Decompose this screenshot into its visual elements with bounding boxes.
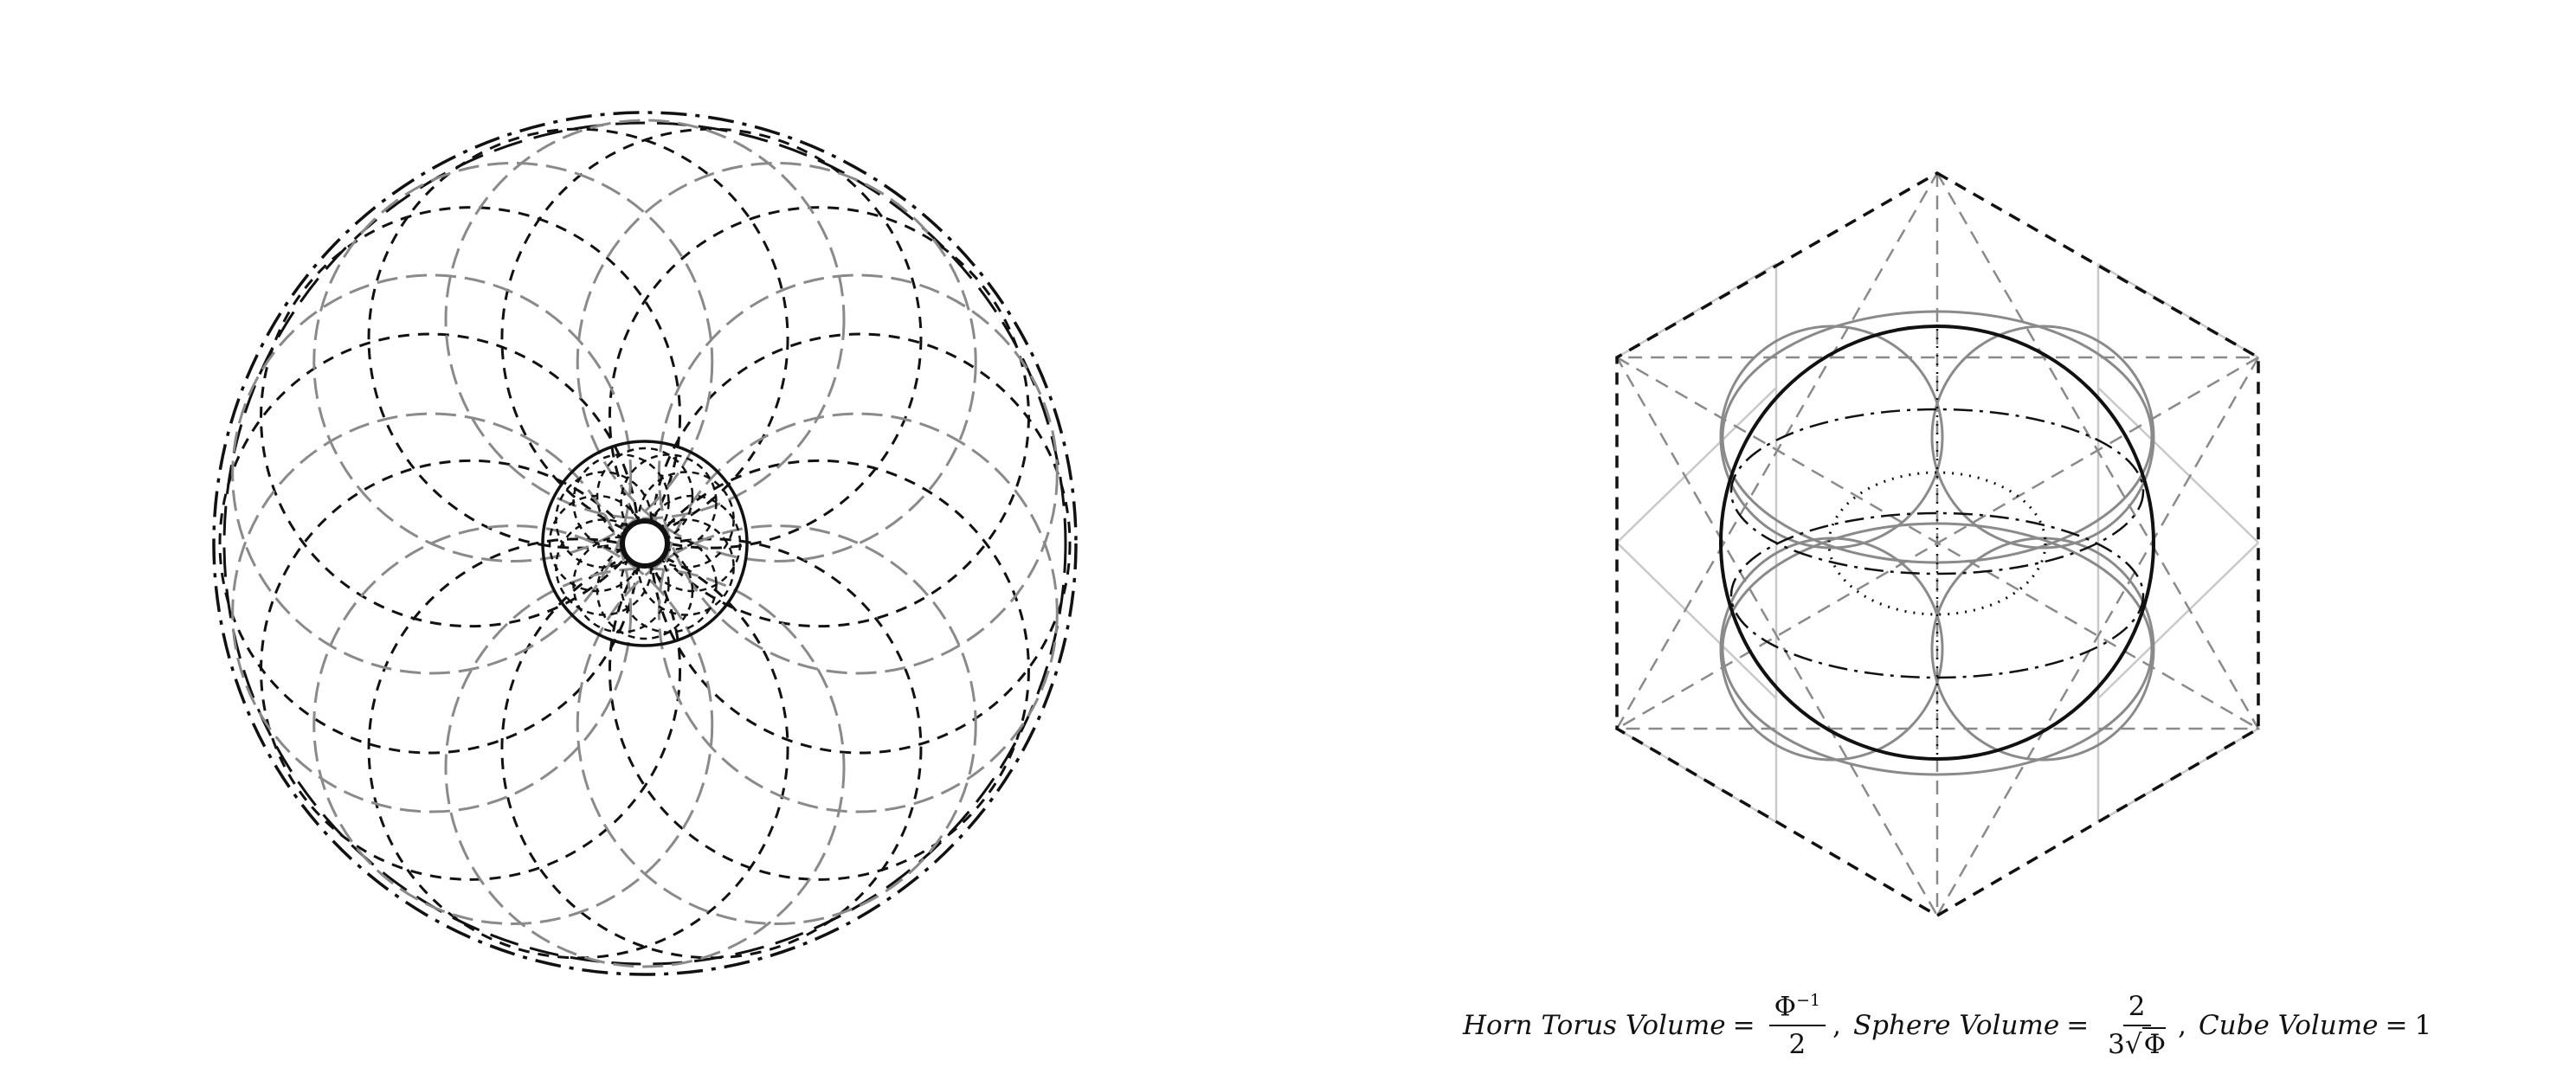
- rosette-circle: [608, 459, 1030, 881]
- rosette-gray-circle: [576, 161, 977, 562]
- inner-solid-ring: [541, 440, 749, 647]
- torus-ellipse: [1721, 522, 2154, 776]
- outer-dashed-circle: [222, 121, 1067, 966]
- phi-symbol: Φ: [1774, 991, 1797, 1023]
- equals-sign-3: =: [2385, 1010, 2408, 1041]
- rosette-gray-circle: [231, 273, 633, 675]
- volume-formula: Horn Torus Volume = Φ−1 2 , Sphere Volum…: [1463, 978, 2441, 1073]
- equals-sign-1: =: [1732, 1010, 1755, 1041]
- rosette-circle: [608, 206, 1030, 628]
- equals-sign-2: =: [2066, 1010, 2090, 1041]
- hexagon-outline: [1615, 170, 2260, 918]
- coefficient: 3: [2108, 1029, 2125, 1060]
- separator-2: ,: [2178, 1010, 2186, 1041]
- rosette-gray-circle: [312, 524, 714, 926]
- cube-light-edge: [2097, 542, 2259, 699]
- radicand: Φ: [2141, 1027, 2167, 1060]
- rosette-circle: [260, 206, 682, 628]
- rosette-circle: [367, 127, 789, 550]
- exponent: −1: [1796, 990, 1821, 1010]
- torus-circle: [1719, 325, 1944, 550]
- horn-torus-numerator: Φ−1: [1768, 990, 1826, 1027]
- cube-light-edge: [2097, 387, 2259, 543]
- cube-volume-label: Cube Volume: [2198, 1010, 2379, 1041]
- rosette-gray-circle: [444, 567, 846, 968]
- dotted-inner-ellipse: [1827, 471, 2047, 616]
- horn-torus-volume-label: Horn Torus Volume: [1463, 1010, 1726, 1041]
- sphere-fraction: 2 3√Φ: [2103, 992, 2171, 1060]
- sphere-volume-label: Sphere Volume: [1852, 1010, 2060, 1041]
- separator-1: ,: [1832, 1010, 1841, 1041]
- rosette-circle: [500, 127, 923, 550]
- cube-light-edge: [1616, 262, 1777, 359]
- horn-torus-denominator: 2: [1788, 1029, 1806, 1061]
- rosette-gray-circle: [576, 524, 977, 926]
- sphere-circle: [1719, 325, 2155, 761]
- hexagon-sphere-torus-figure: [1614, 170, 2261, 918]
- cube-volume-value: 1: [2414, 1010, 2432, 1041]
- torus-circle: [1719, 537, 1944, 762]
- rosette-gray-circle: [312, 161, 714, 562]
- horn-torus-fraction: Φ−1 2: [1768, 990, 1826, 1061]
- cube-light-edge: [1616, 387, 1777, 543]
- outer-dashdot-circle: [212, 111, 1078, 976]
- dashdot-ellipse: [1729, 511, 2145, 679]
- rosette-gray-circle: [231, 412, 633, 813]
- torus-circle: [1930, 325, 2155, 550]
- torus-circle: [1930, 537, 2155, 762]
- rosette-circle: [367, 537, 789, 960]
- cube-light-edge: [1616, 542, 1777, 699]
- sqrt-symbol: √: [2124, 1029, 2142, 1060]
- gray-dashed-triangle-down: [1614, 356, 2261, 918]
- dashdot-ellipse: [1729, 408, 2145, 575]
- sphere-numerator: 2: [2122, 992, 2151, 1026]
- center-small-circle: [620, 518, 670, 569]
- rosette-gray-circle: [444, 119, 846, 520]
- sphere-denominator: 3√Φ: [2103, 1026, 2171, 1060]
- horn-torus-rosette: [212, 111, 1078, 976]
- rosette-circle: [500, 537, 923, 960]
